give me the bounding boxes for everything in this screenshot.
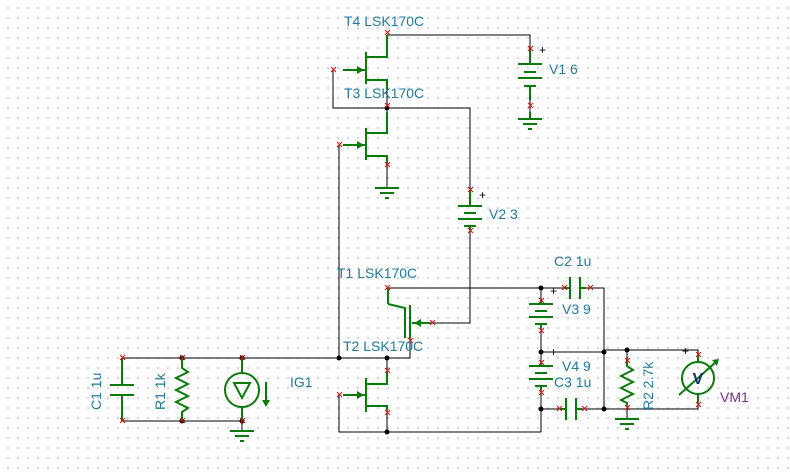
t2-label: T2 LSK170C — [343, 338, 424, 354]
c2-capacitor-symbol[interactable] — [564, 277, 586, 299]
r1-resistor-symbol[interactable] — [173, 358, 191, 421]
v4-battery-symbol[interactable] — [529, 362, 553, 390]
v1-plus-sign: + — [539, 43, 547, 57]
r2-resistor-symbol[interactable] — [618, 360, 636, 405]
vm1-glyph: V — [693, 371, 704, 388]
v4-label: V4 9 — [562, 358, 591, 374]
v4-plus-sign: + — [550, 345, 558, 359]
t2-jfet-symbol[interactable] — [343, 372, 388, 412]
vm1-voltmeter-symbol[interactable]: V — [678, 355, 719, 402]
v3-battery-symbol[interactable] — [529, 300, 553, 328]
c1-label: C1 1u — [88, 372, 104, 410]
ground-symbol-t3 — [375, 187, 399, 199]
r1-label: R1 1k — [152, 373, 168, 410]
t4-jfet-symbol[interactable] — [343, 35, 388, 90]
v2-plus-sign: + — [479, 188, 487, 202]
v3-label: V3 9 — [562, 301, 591, 317]
t3-label: T3 LSK170C — [344, 85, 425, 101]
vm1-plus-sign: + — [682, 344, 690, 358]
r2-label: R2 2.7k — [640, 361, 656, 410]
ground-symbol-v1 — [518, 112, 542, 130]
t1-label: T1 LSK170C — [337, 265, 418, 281]
c3-capacitor-symbol[interactable] — [560, 398, 582, 420]
v2-label: V2 3 — [489, 206, 518, 222]
c3-label: C3 1u — [554, 374, 592, 390]
t1-jfet-symbol[interactable] — [387, 288, 430, 338]
ig1-current-source-symbol[interactable] — [224, 358, 270, 421]
ig1-label: IG1 — [290, 374, 313, 390]
c2-label: C2 1u — [554, 253, 592, 269]
vm1-label: VM1 — [720, 389, 749, 405]
t3-jfet-symbol[interactable] — [343, 112, 388, 165]
v3-plus-sign: + — [550, 284, 558, 298]
c1-capacitor-symbol[interactable] — [110, 358, 134, 421]
v1-label: V1 6 — [549, 61, 578, 77]
ground-symbol-r2 — [615, 418, 639, 430]
t4-label: T4 LSK170C — [344, 13, 425, 29]
ground-symbol-ig1 — [230, 430, 254, 442]
